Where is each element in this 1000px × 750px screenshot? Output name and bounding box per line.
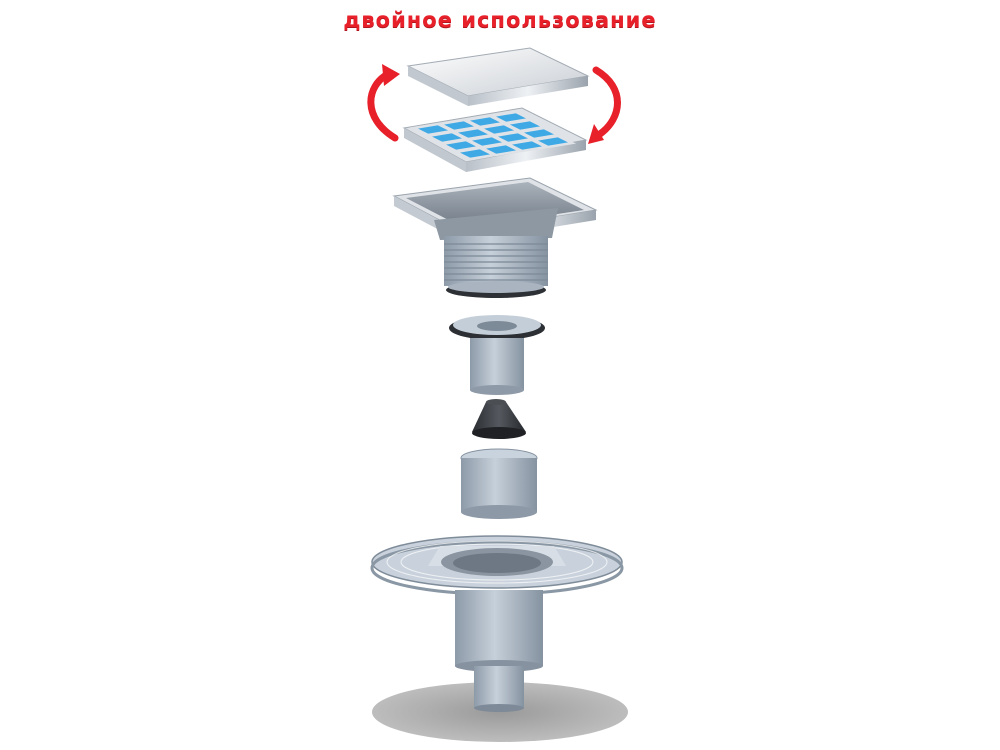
drain-funnel-body: [392, 177, 598, 298]
water-seal-insert: [449, 315, 545, 395]
tile-insert-grate: [402, 107, 588, 172]
arrow-down-right-icon: [592, 66, 621, 138]
arrow-up-left-icon: [367, 70, 399, 142]
sleeve-cup: [460, 448, 538, 519]
solid-grate-plate: [406, 47, 590, 106]
page-title: двойное использование: [343, 8, 657, 32]
base-drain-body: [370, 535, 628, 742]
blue-tile-grid: [410, 110, 576, 161]
floor-shadow: [372, 682, 628, 742]
swap-arrows: [367, 66, 621, 142]
cone-gasket: [472, 399, 526, 439]
